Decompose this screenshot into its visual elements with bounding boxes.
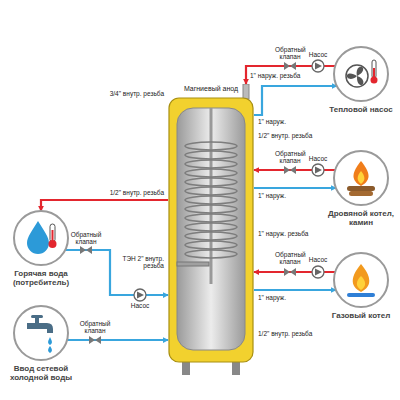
port-label: 1/2" внутр. резьба: [96, 189, 164, 196]
coil-turn: [185, 169, 237, 177]
port-label: 1" наруж.: [258, 192, 318, 199]
heat-exchanger-coil: [185, 142, 237, 258]
fitting-label: Насос: [305, 256, 331, 263]
insulation-jacket: [169, 98, 253, 362]
pipe-connector: [254, 86, 337, 115]
port-label: 1" наруж.: [258, 294, 318, 301]
icon: [347, 264, 375, 297]
icon: [27, 221, 57, 254]
coil-turn: [185, 178, 237, 186]
pipe-connector: [65, 250, 168, 295]
fitting-label: Насос: [305, 155, 331, 162]
coil-turn: [185, 160, 237, 168]
coil-turn: [185, 205, 237, 213]
check-valve: [284, 62, 296, 70]
check-valve: [284, 268, 296, 276]
fitting-label: Обратный клапан: [70, 231, 102, 245]
pump-symbol: [312, 60, 324, 72]
coil-turn: [185, 187, 237, 195]
top-nozzle: [243, 84, 249, 99]
coil-turn: [185, 142, 237, 150]
coil-turn: [185, 196, 237, 204]
source-circle: Дровяной котел, камин: [324, 150, 398, 227]
fitting-label: Насос: [305, 51, 331, 58]
circle-outline: [0, 305, 82, 361]
check-valve: [89, 336, 101, 344]
coil-turn: [185, 250, 237, 258]
port-label: 1" наруж. резьба: [258, 230, 320, 237]
circle-outline: [324, 150, 398, 206]
circle-border: [334, 47, 388, 101]
coil-turn: [185, 151, 237, 159]
pipe-connector: [41, 200, 168, 211]
fitting-label: Обратный клапан: [79, 320, 111, 334]
port-label: 1/2" внутр. резьба: [258, 132, 320, 139]
source-label: Ввод сетевой холодной воды: [0, 305, 82, 382]
inner-tank: [177, 108, 245, 350]
source-label: Тепловой насос: [324, 46, 398, 114]
port-label: ТЭН 2" внутр. резьба: [112, 255, 164, 269]
storage-tank: Магниевый анод: [168, 84, 254, 376]
check-valve: [80, 246, 92, 254]
port-label: 1" наруж. резьба: [250, 72, 310, 79]
circle-border: [14, 306, 68, 360]
fitting-label: Обратный клапан: [275, 46, 305, 60]
fitting-label: Обратный клапан: [275, 150, 305, 164]
pump-symbol: [312, 164, 324, 176]
icon: [346, 60, 378, 87]
icon: [27, 315, 53, 353]
circle-border: [14, 211, 68, 265]
pipe-connector: [67, 339, 168, 341]
coil-turn: [185, 232, 237, 240]
source-label: Дровяной котел, камин: [324, 150, 398, 227]
pump-symbol: [134, 289, 146, 301]
pipe-connector: [254, 187, 336, 189]
source-circle: Горячая вода (потребитель): [0, 210, 82, 287]
tank-heading: Магниевый анод: [168, 84, 254, 93]
coil-turn: [185, 214, 237, 222]
icon: [347, 161, 375, 196]
coil-turn: [185, 223, 237, 231]
fitting-label: Насос: [127, 302, 153, 309]
coil-turn: [185, 241, 237, 249]
pipe-connector: [254, 289, 336, 291]
fitting-label: Обратный клапан: [275, 251, 305, 265]
heating-element: [177, 262, 209, 266]
circle-border: [334, 151, 388, 205]
port-label: 1/2" внутр. резьба: [258, 330, 320, 337]
circle-outline: [0, 210, 82, 266]
tank-illustration: [168, 84, 254, 376]
circle-outline: [324, 252, 398, 308]
port-label: 1" наруж.: [258, 118, 318, 125]
source-circle: Тепловой насос: [324, 46, 398, 114]
port-label: 3/4" внутр. резьба: [96, 90, 164, 97]
circle-outline: [324, 46, 398, 102]
circle-border: [334, 253, 388, 307]
pump-symbol: [312, 266, 324, 278]
source-label: Горячая вода (потребитель): [0, 210, 82, 287]
source-label: Газовый котел: [324, 252, 398, 320]
check-valve: [284, 166, 296, 174]
source-circle: Газовый котел: [324, 252, 398, 320]
source-circle: Ввод сетевой холодной воды: [0, 305, 82, 382]
